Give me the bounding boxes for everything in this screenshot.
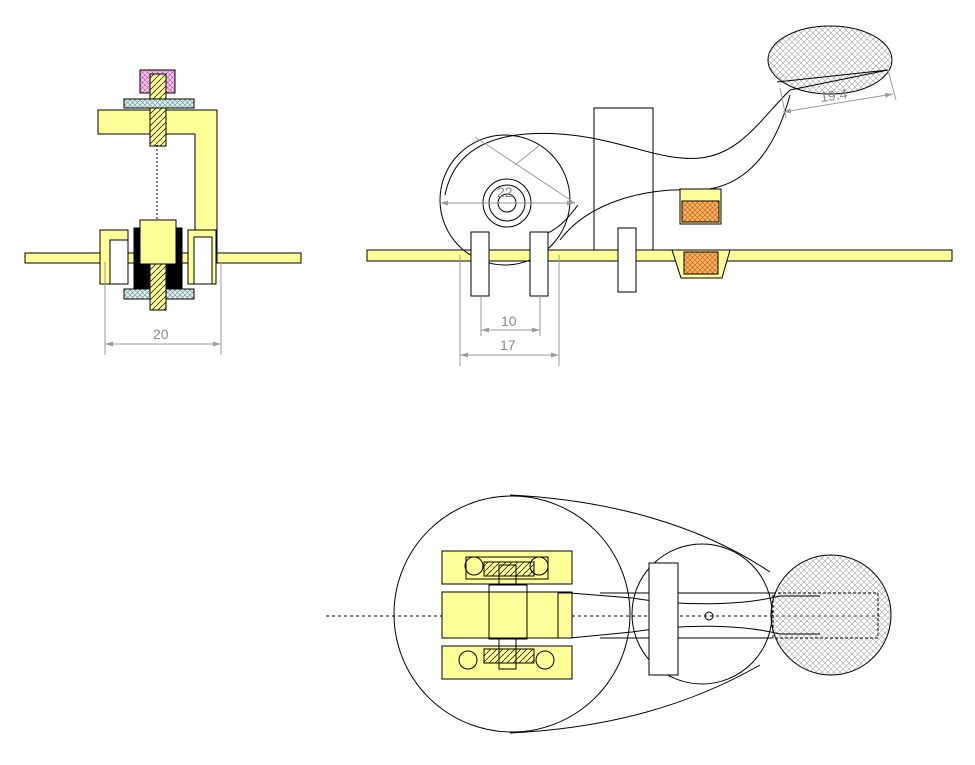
top-view [326,494,892,734]
lever-outline [444,89,791,196]
side-base-plate [366,249,953,262]
side-post-2 [529,231,549,297]
lever-knob [767,25,893,95]
front-view: 20 [24,69,302,355]
dim-front-width: 20 [153,326,169,342]
dim-post-spacing-inner: 10 [501,313,517,329]
top-block-middle [441,591,573,639]
top-knob [770,554,892,676]
adjust-screw [149,73,167,147]
pivot-circle [439,134,571,266]
lower-contact [683,251,719,275]
left-post [109,239,129,285]
dim-knob-length: 19.4 [819,85,848,105]
dim-post-spacing-outer: 17 [500,337,516,353]
pivot-block [139,219,177,265]
upper-contact [681,200,720,223]
side-post-1 [470,231,490,297]
dim-pivot-diameter: 22 [497,184,513,200]
pivot-disc [393,495,631,733]
front-width-dimension: 20 [104,262,222,355]
lower-stud [149,263,167,311]
post-spacing-dimensions: 10 17 [459,255,560,366]
side-post-3 [617,227,637,293]
lever-hole [704,611,714,621]
lever-arm-top [569,592,820,605]
knob-length-dimension: 19.4 [779,69,897,119]
pivot-diameter-dimension: 22 [440,136,576,206]
right-post [193,236,213,285]
top-upright [648,562,679,676]
knob-outline [772,592,879,639]
top-washer [123,98,195,109]
side-view: 22 19.4 10 17 [366,25,953,366]
